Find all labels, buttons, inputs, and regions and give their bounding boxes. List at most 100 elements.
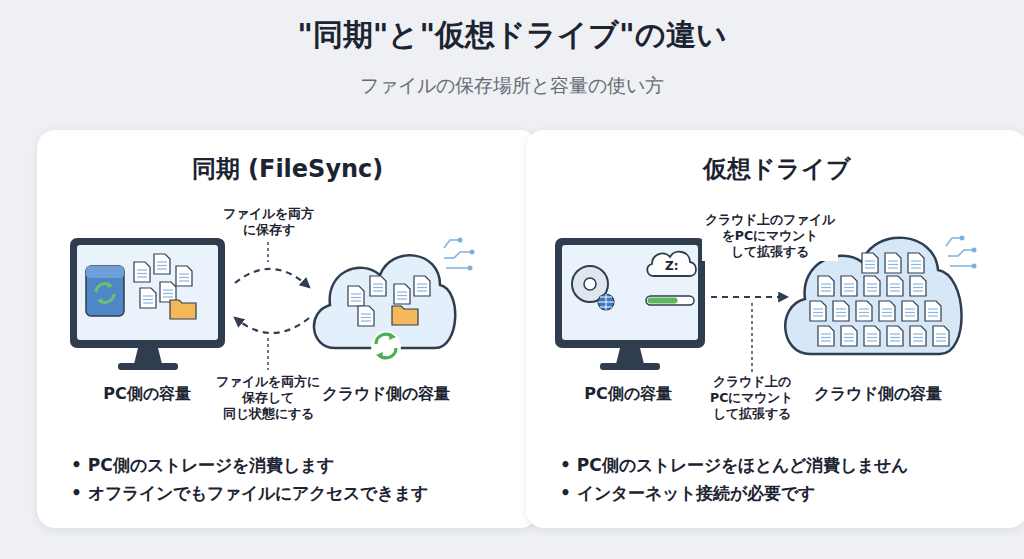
document-line xyxy=(143,299,153,300)
document-line xyxy=(143,302,153,303)
document-line xyxy=(844,340,854,341)
document-icon xyxy=(902,301,918,321)
document-icon xyxy=(358,306,374,326)
document-icon xyxy=(154,254,170,274)
bullet-text: • インターネット接続が必要です xyxy=(560,481,815,505)
document-line xyxy=(928,308,938,309)
document-line xyxy=(179,280,189,281)
document-line xyxy=(813,308,823,309)
document-line xyxy=(913,283,923,284)
document-line xyxy=(163,293,173,294)
document-line xyxy=(867,333,877,334)
document-line xyxy=(417,287,427,288)
edge-label: ファイルを両方 に保存す xyxy=(220,205,317,239)
document-icon xyxy=(879,301,895,321)
document-line xyxy=(936,333,946,334)
document-line xyxy=(163,296,173,297)
document-line xyxy=(905,315,915,316)
document-line xyxy=(179,277,189,278)
document-line xyxy=(351,293,361,294)
document-line xyxy=(844,287,854,288)
document-line xyxy=(157,265,167,266)
node-label: クラウド側の容量 xyxy=(814,383,942,405)
cloud xyxy=(314,238,475,362)
document-icon xyxy=(134,262,150,282)
document-icon xyxy=(862,253,878,273)
document-icon xyxy=(910,326,926,346)
document-line xyxy=(867,290,877,291)
page-title: "同期"と"仮想ドライブ"の違い xyxy=(0,16,1024,54)
document-line xyxy=(844,290,854,291)
document-line xyxy=(137,276,147,277)
node-label: PC側の容量 xyxy=(103,383,190,405)
document-line xyxy=(913,287,923,288)
document-line xyxy=(867,340,877,341)
document-line xyxy=(911,267,921,268)
document-line xyxy=(865,267,875,268)
document-line xyxy=(821,290,831,291)
leader-line xyxy=(268,242,752,373)
document-line xyxy=(913,333,923,334)
document-icon xyxy=(887,276,903,296)
document-icon xyxy=(414,276,430,296)
document-line xyxy=(397,298,407,299)
document-line xyxy=(867,283,877,284)
page-subtitle: ファイルの保存場所と容量の使い方 xyxy=(0,72,1024,98)
document-line xyxy=(859,308,869,309)
dashed-arrow xyxy=(235,269,309,287)
document-line xyxy=(865,264,875,265)
edge-label: クラウド上のファイル をPCにマウント して拡張する xyxy=(702,211,838,261)
document-line xyxy=(890,287,900,288)
document-icon xyxy=(833,301,849,321)
document-icon xyxy=(864,326,880,346)
document-line xyxy=(928,312,938,313)
document-line xyxy=(905,312,915,313)
document-icon xyxy=(856,301,872,321)
document-icon xyxy=(140,288,156,308)
panel-heading: 同期 (FileSync) xyxy=(37,152,538,186)
dashed-arrow xyxy=(235,318,309,333)
document-icon xyxy=(910,276,926,296)
document-line xyxy=(836,312,846,313)
document-line xyxy=(397,291,407,292)
document-line xyxy=(361,317,371,318)
document-line xyxy=(865,260,875,261)
document-line xyxy=(157,268,167,269)
document-line xyxy=(859,315,869,316)
bullet-text: • PC側のストレージをほとんど消費しません xyxy=(560,453,908,477)
node-label: PC側の容量 xyxy=(584,383,671,405)
bullet-text: • オフラインでもファイルにアクセスできます xyxy=(71,481,428,505)
document-line xyxy=(821,283,831,284)
document-line xyxy=(143,295,153,296)
document-line xyxy=(836,315,846,316)
document-icon xyxy=(810,301,826,321)
document-line xyxy=(936,340,946,341)
document-icon xyxy=(818,276,834,296)
panel-heading: 仮想ドライブ xyxy=(526,152,1024,186)
document-icon xyxy=(348,286,364,306)
pc-monitor xyxy=(70,238,225,370)
document-icons xyxy=(134,253,949,346)
folder-icon xyxy=(392,306,418,325)
node-label: クラウド側の容量 xyxy=(322,383,450,405)
document-line xyxy=(163,289,173,290)
document-line xyxy=(821,333,831,334)
document-line xyxy=(821,287,831,288)
document-line xyxy=(890,340,900,341)
document-line xyxy=(888,260,898,261)
document-line xyxy=(913,337,923,338)
document-line xyxy=(844,333,854,334)
document-line xyxy=(859,312,869,313)
document-line xyxy=(936,337,946,338)
document-line xyxy=(373,287,383,288)
document-line xyxy=(373,290,383,291)
document-line xyxy=(813,312,823,313)
document-icon xyxy=(933,326,949,346)
document-line xyxy=(890,283,900,284)
document-line xyxy=(905,308,915,309)
document-line xyxy=(928,315,938,316)
document-icon xyxy=(887,326,903,346)
document-icon xyxy=(370,276,386,296)
document-line xyxy=(911,264,921,265)
edge-label: ファイルを両方に 保存して 同じ状態にする xyxy=(213,373,323,423)
